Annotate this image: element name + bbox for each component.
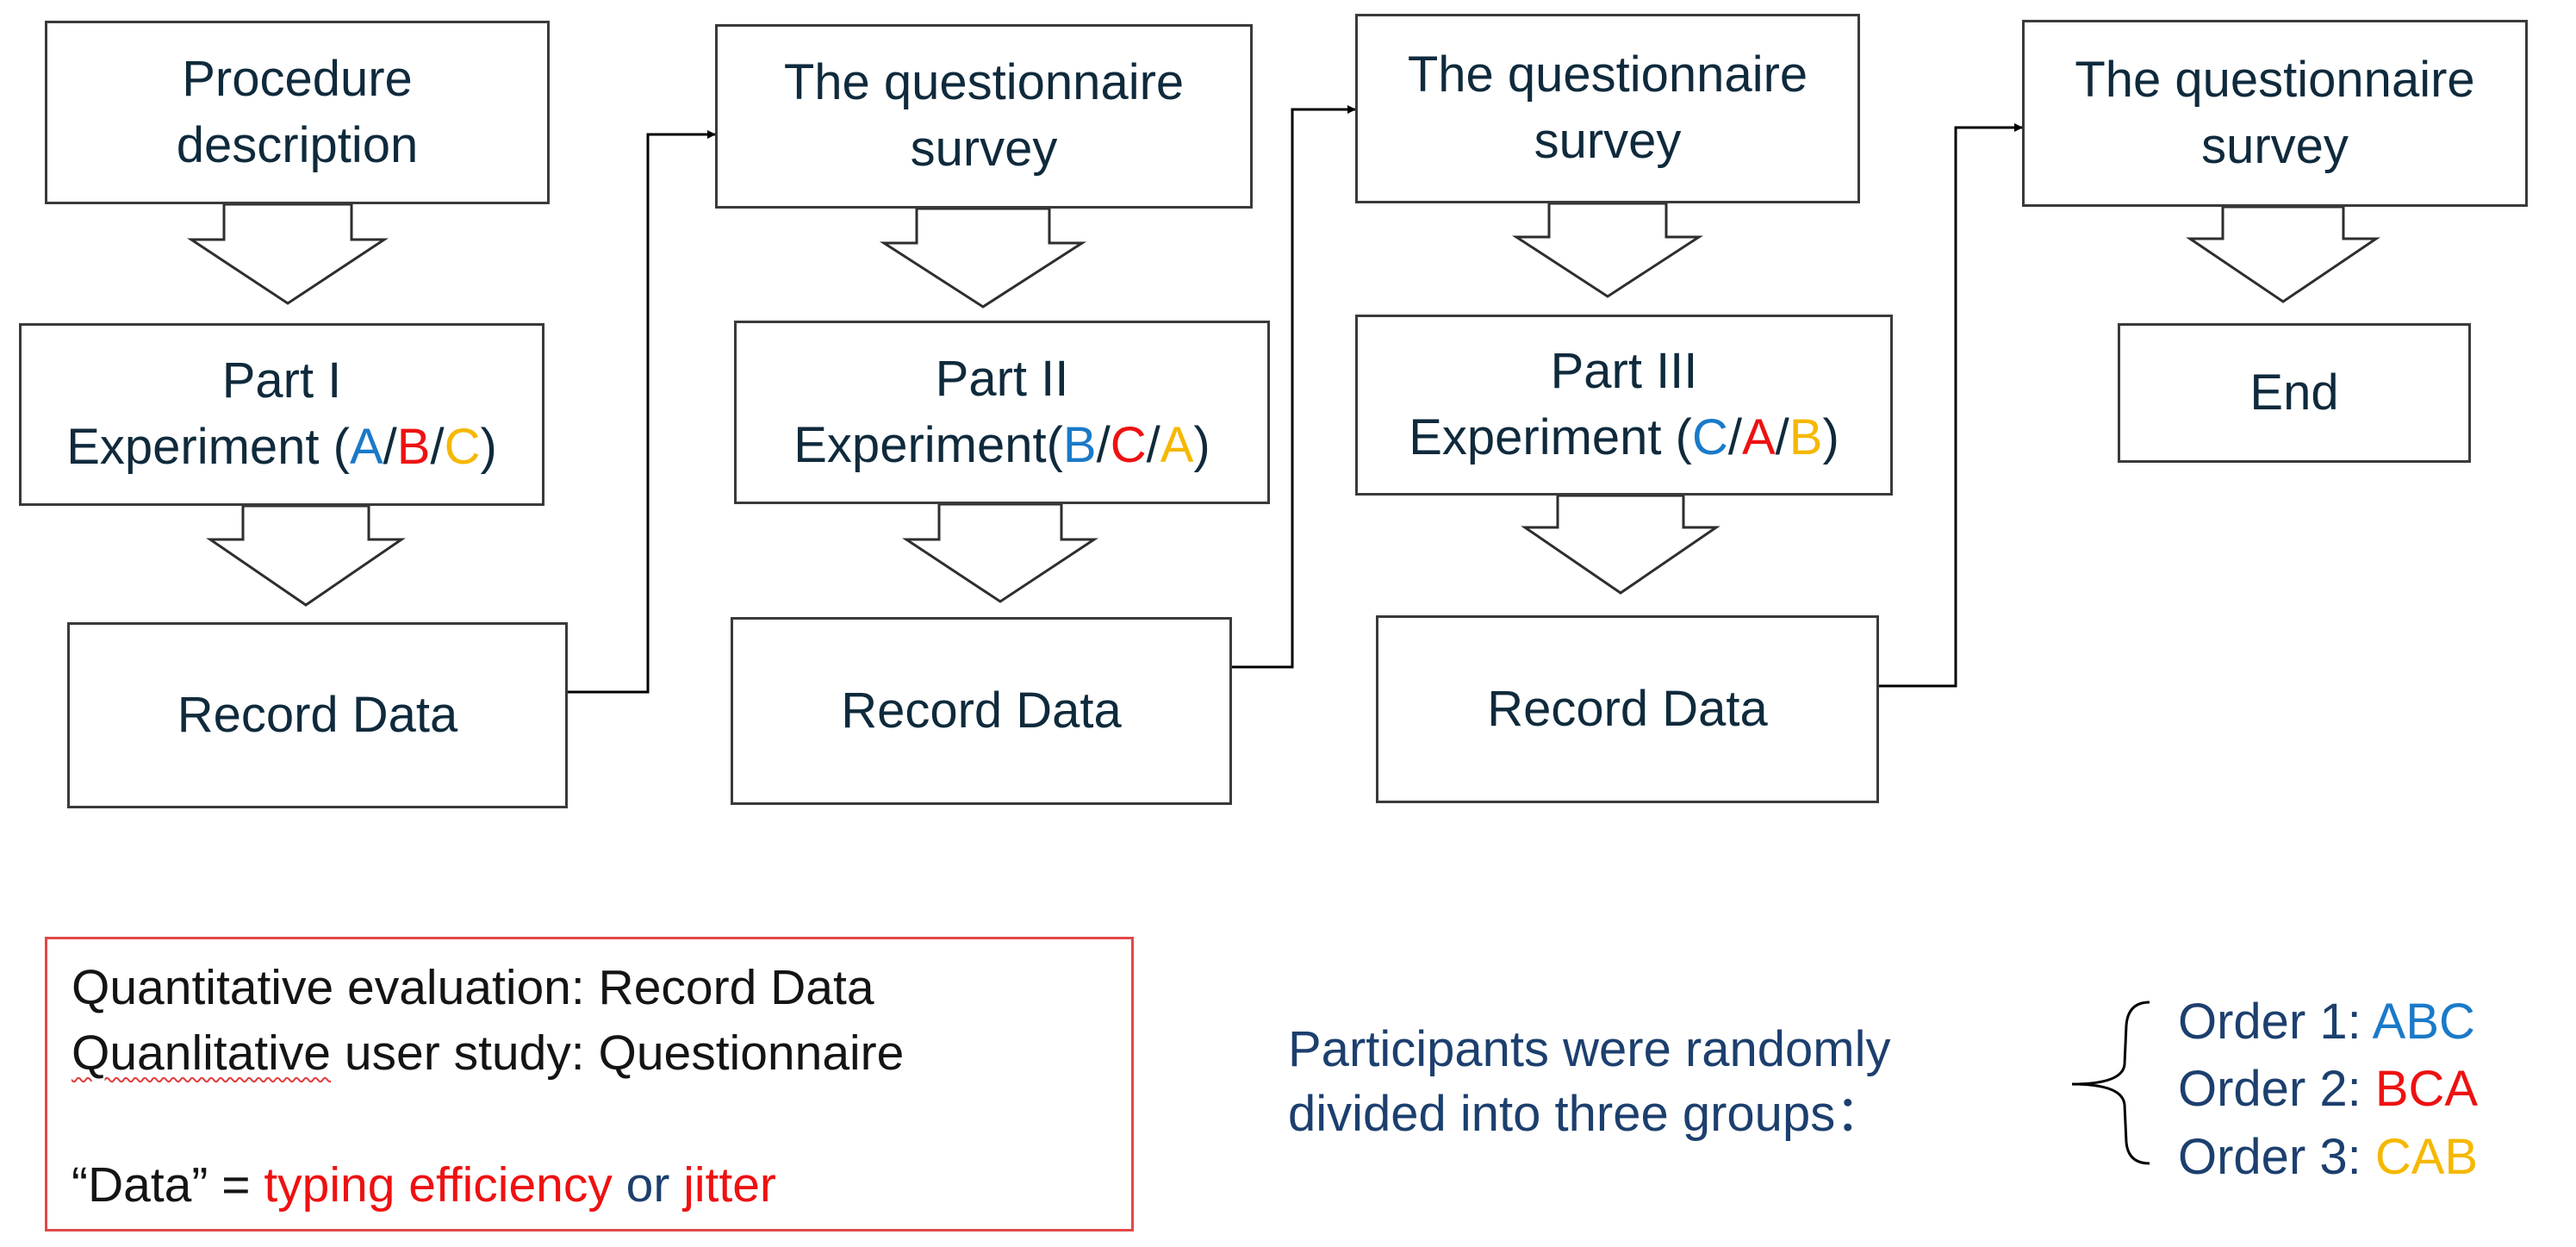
legend-typing-efficiency: typing efficiency xyxy=(264,1157,613,1213)
legend-qualitative: Quanlitative user study: Questionnaire xyxy=(72,1020,1131,1086)
down-arrow-survey2 xyxy=(1511,202,1704,298)
legend-data-definition: “Data” = typing efficiency or jitter xyxy=(72,1152,1131,1218)
legend-spacer xyxy=(72,1087,1131,1152)
questionnaire-survey-box-1: The questionnaire survey xyxy=(715,24,1253,209)
part1-title: Part I xyxy=(221,352,342,409)
order-2-label: Order 2: xyxy=(2178,1061,2375,1118)
order-2-value: BCA xyxy=(2374,1061,2479,1118)
record-data-2-label: Record Data xyxy=(841,682,1122,739)
order-3-label: Order 3: xyxy=(2178,1128,2375,1185)
procedure-line2: description xyxy=(176,116,419,173)
record-data-3-label: Record Data xyxy=(1487,680,1768,737)
survey3-line2: survey xyxy=(2201,117,2349,174)
legend-quantitative: Quantitative evaluation: Record Data xyxy=(72,960,874,1015)
record-data-box-1: Record Data xyxy=(67,622,568,808)
order-item-1: Order 1: ABC xyxy=(2178,988,2478,1056)
participant-groups-text: Participants were randomly divided into … xyxy=(1288,1017,1891,1147)
survey2-line2: survey xyxy=(1534,113,1682,169)
order-1-label: Order 1: xyxy=(2178,994,2373,1050)
order-1-value: ABC xyxy=(2372,994,2475,1050)
survey2-line1: The questionnaire xyxy=(1407,47,1808,103)
part2-experiment: Experiment(B/C/A) xyxy=(793,416,1210,473)
end-label: End xyxy=(2249,364,2339,421)
connector-3 xyxy=(1879,123,2023,688)
legend-qualitative-word: Quanlitative xyxy=(72,1026,332,1082)
evaluation-legend-box: Quantitative evaluation: Record Data Qua… xyxy=(45,937,1134,1231)
questionnaire-survey-box-3: The questionnaire survey xyxy=(2022,20,2528,207)
down-arrow-survey3 xyxy=(2186,205,2380,303)
connector-1 xyxy=(568,130,716,694)
down-arrow-procedure xyxy=(187,203,389,305)
part3-experiment: Experiment (C/A/B) xyxy=(1409,409,1839,465)
down-arrow-part1 xyxy=(206,504,406,607)
part3-box: Part III Experiment (C/A/B) xyxy=(1355,315,1893,496)
survey3-line1: The questionnaire xyxy=(2075,51,2475,108)
survey1-line1: The questionnaire xyxy=(783,54,1185,111)
connector-2 xyxy=(1232,105,1356,669)
procedure-line1: Procedure xyxy=(182,50,413,107)
part2-box: Part II Experiment(B/C/A) xyxy=(734,321,1270,504)
part1-box: Part I Experiment (A/B/C) xyxy=(19,323,544,506)
down-arrow-part2 xyxy=(902,502,1098,603)
end-box: End xyxy=(2118,323,2471,463)
record-data-box-3: Record Data xyxy=(1376,615,1879,803)
down-arrow-part3 xyxy=(1521,494,1720,595)
legend-qualitative-rest: user study: Questionnaire xyxy=(331,1026,905,1082)
record-data-box-2: Record Data xyxy=(731,617,1232,805)
legend-data-prefix: “Data” = xyxy=(72,1157,264,1213)
procedure-description-box: Procedure description xyxy=(45,21,550,204)
order-item-2: Order 2: BCA xyxy=(2178,1056,2478,1123)
legend-jitter: jitter xyxy=(683,1157,776,1213)
order-3-value: CAB xyxy=(2374,1128,2479,1185)
part2-title: Part II xyxy=(935,350,1069,407)
record-data-1-label: Record Data xyxy=(177,686,458,743)
groups-line2: divided into three groups： xyxy=(1288,1086,1886,1143)
order-item-3: Order 3: CAB xyxy=(2178,1124,2478,1191)
survey1-line2: survey xyxy=(910,121,1058,177)
groups-line1: Participants were randomly xyxy=(1288,1021,1891,1077)
part3-title: Part III xyxy=(1550,343,1698,400)
down-arrow-survey1 xyxy=(879,207,1087,309)
part1-experiment: Experiment (A/B/C) xyxy=(66,419,497,475)
order-list: Order 1: ABC Order 2: BCA Order 3: CAB xyxy=(2178,988,2478,1191)
group-brace xyxy=(2071,1001,2150,1165)
questionnaire-survey-box-2: The questionnaire survey xyxy=(1355,14,1860,203)
legend-or: or xyxy=(612,1157,684,1213)
